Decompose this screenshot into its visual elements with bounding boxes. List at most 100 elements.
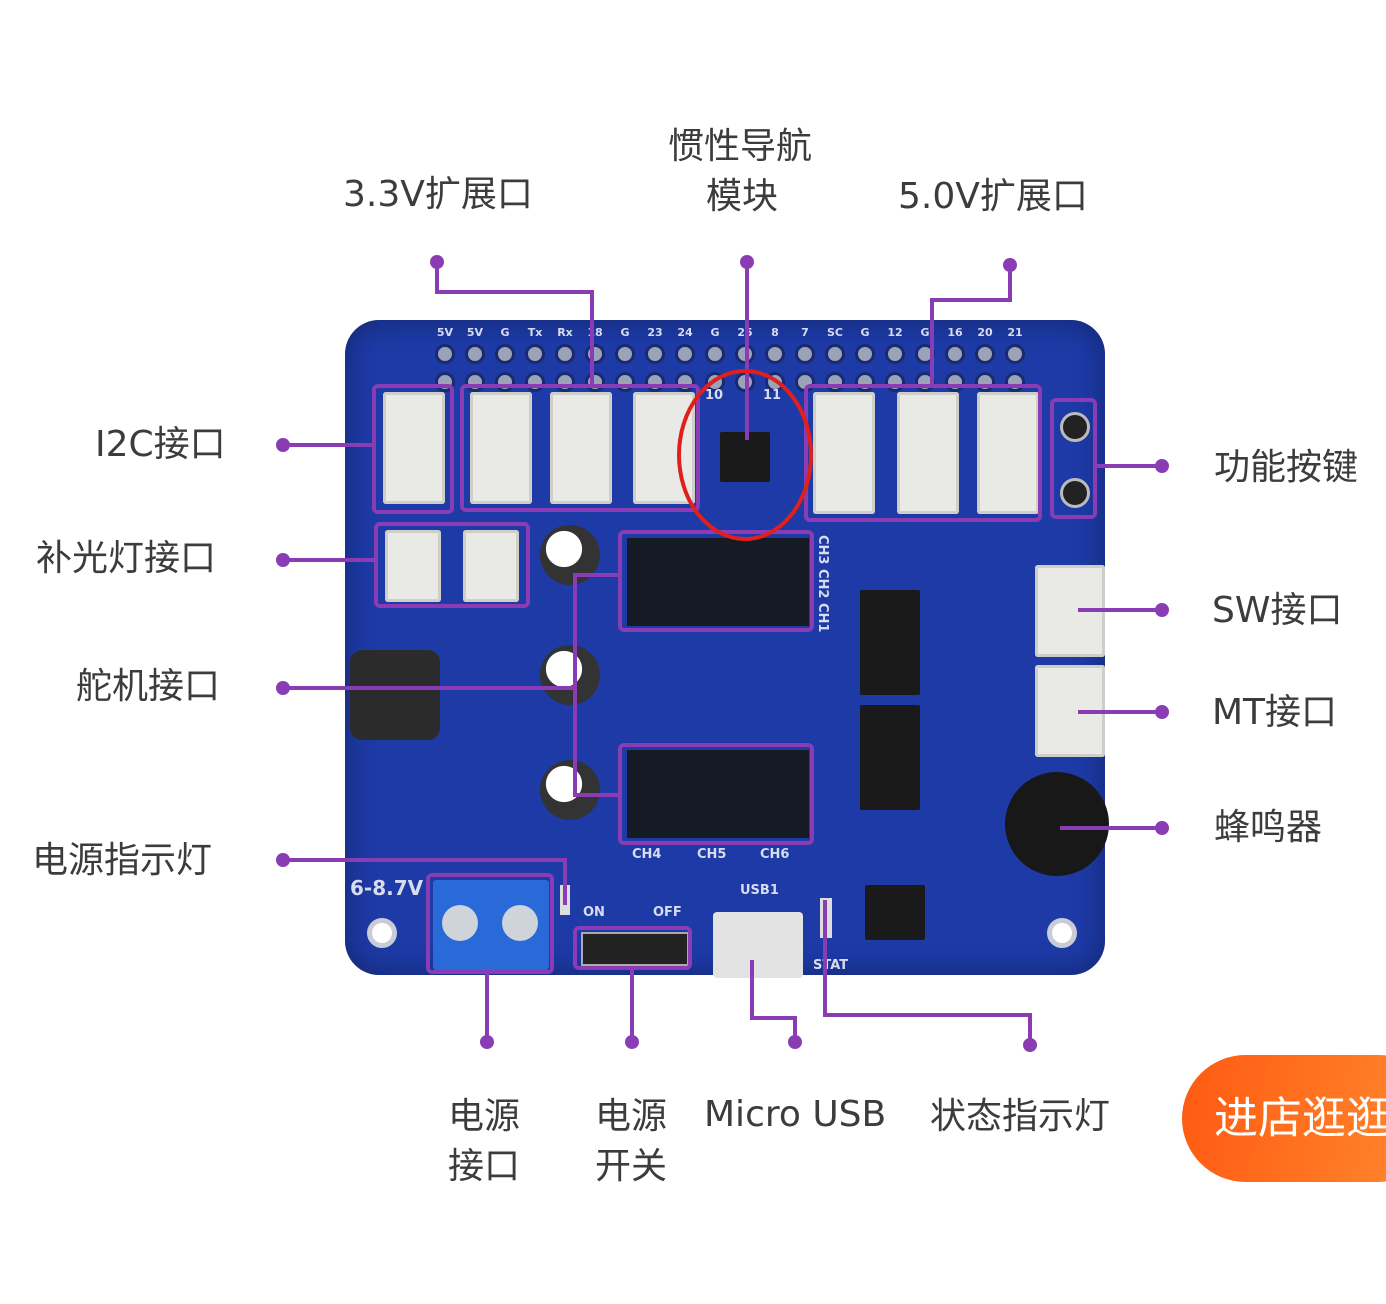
- header-pin: [885, 344, 905, 364]
- header-pin: [855, 344, 875, 364]
- ext33-connector-2: [550, 392, 612, 504]
- label-i2c: I2C接口: [95, 424, 226, 465]
- ic-chip-1: [860, 590, 920, 695]
- ext50-connector-3: [977, 392, 1039, 514]
- label-imu-2: 模块: [706, 176, 779, 217]
- header-pin: [945, 344, 965, 364]
- pin-label: 12: [887, 326, 903, 339]
- capacitor-2: [540, 645, 600, 705]
- header-pin: [825, 344, 845, 364]
- ext50-connector-1: [813, 392, 875, 514]
- pin-label: G: [710, 326, 720, 339]
- label-function-key: 功能按键: [1214, 447, 1359, 488]
- label-buzzer: 蜂鸣器: [1214, 807, 1323, 848]
- label-mt: MT接口: [1212, 692, 1338, 733]
- pin-label: Rx: [557, 326, 573, 339]
- label-power-switch-1: 电源: [595, 1096, 668, 1137]
- buzzer: [1005, 772, 1109, 876]
- label-imu-1: 惯性导航: [668, 126, 813, 167]
- power-switch[interactable]: [581, 932, 689, 966]
- ch-top-label: CH3 CH2 CH1: [815, 535, 830, 633]
- visit-shop-button[interactable]: 进店逛逛: [1182, 1055, 1386, 1182]
- header-pin: [525, 344, 545, 364]
- servo-header-top: [627, 538, 809, 626]
- function-button-2[interactable]: [1060, 478, 1090, 508]
- function-button-1[interactable]: [1060, 412, 1090, 442]
- pin-label: 24: [677, 326, 693, 339]
- inductor: [350, 650, 440, 740]
- ext33-connector-1: [470, 392, 532, 504]
- imu-highlight-ellipse: [677, 369, 813, 541]
- imu-chip: [720, 432, 770, 482]
- micro-usb-port[interactable]: [713, 912, 803, 978]
- header-pin: [675, 344, 695, 364]
- label-ext-50v: 5.0V扩展口: [898, 176, 1088, 217]
- light-highlight-box: [374, 522, 530, 608]
- header-pin: [615, 344, 635, 364]
- mount-hole-bl: [367, 918, 397, 948]
- label-power-switch-2: 开关: [595, 1146, 668, 1187]
- pin-label: 5V: [436, 326, 454, 339]
- stat-label: STAT: [813, 958, 849, 973]
- label-fill-light: 补光灯接口: [36, 538, 217, 579]
- pin-label: G: [500, 326, 510, 339]
- label-power-port-1: 电源: [448, 1096, 521, 1137]
- pin-label: Tx: [527, 326, 543, 339]
- header-pin: [1005, 344, 1025, 364]
- button-highlight-box: [1050, 398, 1097, 519]
- pin-label: G: [620, 326, 630, 339]
- imu-pin-10: 10: [705, 388, 724, 403]
- header-pin: [465, 344, 485, 364]
- pin-label: 7: [801, 326, 809, 339]
- pin-label: 5V: [466, 326, 484, 339]
- label-power-led: 电源指示灯: [32, 840, 213, 881]
- switch-off-label: OFF: [653, 905, 682, 920]
- ch6-label: CH6: [760, 847, 790, 862]
- terminal-screw-2: [502, 905, 538, 941]
- header-pin: [765, 344, 785, 364]
- label-status-led: 状态指示灯: [930, 1096, 1111, 1137]
- pin-label: 16: [947, 326, 963, 339]
- ic-chip-3: [865, 885, 925, 940]
- label-servo: 舵机接口: [76, 666, 221, 707]
- header-pin: [645, 344, 665, 364]
- pin-label: G: [920, 326, 930, 339]
- ch4-label: CH4: [632, 847, 662, 862]
- light-connector-1: [385, 530, 441, 602]
- imu-pin-11: 11: [763, 388, 782, 403]
- pin-label: SC: [827, 326, 843, 339]
- header-pin: [705, 344, 725, 364]
- ext33-highlight-box: [460, 384, 700, 512]
- usb-label: USB1: [740, 883, 779, 898]
- pin-label: 23: [647, 326, 663, 339]
- i2c-highlight-box: [372, 384, 454, 514]
- ext50-connector-2: [897, 392, 959, 514]
- switch-highlight-box: [573, 926, 692, 970]
- pin-label: 20: [977, 326, 993, 339]
- light-connector-2: [463, 530, 519, 602]
- header-pin: [975, 344, 995, 364]
- ic-chip-2: [860, 705, 920, 810]
- pin-label: 8: [771, 326, 779, 339]
- power-port-highlight-box: [426, 873, 554, 974]
- pin-label: G: [860, 326, 870, 339]
- label-sw: SW接口: [1212, 590, 1343, 631]
- capacitor-3: [540, 760, 600, 820]
- label-power-port-2: 接口: [448, 1146, 521, 1187]
- servo-bottom-highlight-box: [618, 743, 814, 845]
- terminal-screw-1: [442, 905, 478, 941]
- servo-top-highlight-box: [618, 530, 814, 632]
- voltage-label: 6-8.7V: [350, 876, 424, 900]
- header-pin: [555, 344, 575, 364]
- i2c-connector: [383, 392, 445, 504]
- servo-header-bottom: [627, 750, 809, 838]
- header-pin: [435, 344, 455, 364]
- label-micro-usb: Micro USB: [704, 1094, 887, 1135]
- switch-on-label: ON: [583, 905, 605, 920]
- label-ext-33v: 3.3V扩展口: [343, 174, 533, 215]
- ch5-label: CH5: [697, 847, 727, 862]
- ext50-highlight-box: [804, 384, 1042, 522]
- gpio-header-row1: [435, 344, 1025, 364]
